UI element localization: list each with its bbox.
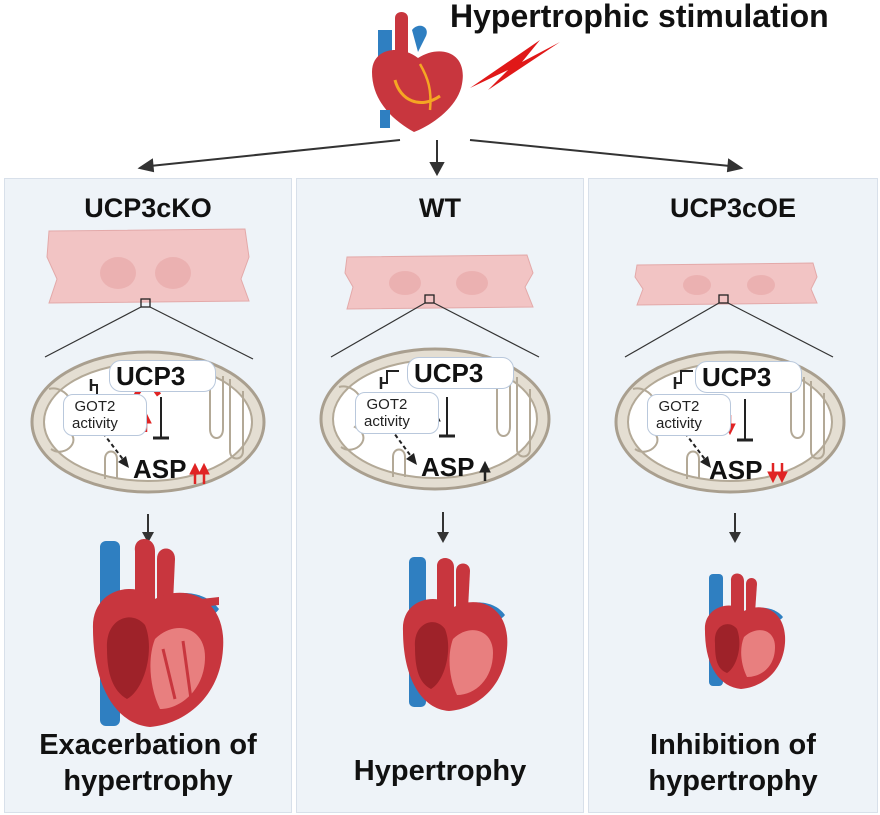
- cardiomyocyte-icon: [46, 228, 250, 308]
- top-heart-icon: [372, 12, 463, 132]
- panel-graphics: [614, 262, 846, 689]
- panel-title: UCP3cOE: [669, 193, 797, 223]
- outcome-line-1: Inhibition of: [650, 729, 816, 761]
- outcome-line-1: Exacerbation of: [39, 729, 257, 761]
- ucp3-label: UCP3: [109, 360, 217, 392]
- panel-title: WT: [419, 193, 461, 223]
- activity-label: activity: [72, 415, 118, 432]
- outcome-line-2: hypertrophy: [648, 765, 818, 797]
- asp-label: ASP: [709, 455, 763, 485]
- heart-icon: [402, 557, 508, 711]
- lightning-bolt-icon: [470, 40, 560, 90]
- panel-graphics: [319, 254, 551, 711]
- ucp3-label: UCP3: [695, 361, 803, 393]
- got2-activity-label: GOT2 activity: [647, 394, 731, 436]
- outcome-line-2: hypertrophy: [63, 765, 233, 797]
- diagram-title: Hypertrophic stimulation: [450, 0, 829, 34]
- got2-label: GOT2: [658, 398, 700, 415]
- panel-wt: WT: [296, 178, 584, 813]
- panel-ucp3coe: UCP3cOE: [588, 178, 878, 813]
- cardiomyocyte-icon: [634, 262, 818, 306]
- cardiomyocyte-icon: [344, 254, 534, 310]
- ucp3-label: UCP3: [407, 357, 515, 389]
- asp-double-up-arrow-icon: [189, 462, 210, 484]
- activity-label: activity: [364, 413, 410, 430]
- asp-double-down-arrow-icon: [767, 463, 788, 484]
- panel-graphics: [30, 228, 266, 727]
- asp-label: ASP: [133, 454, 187, 484]
- got2-label: GOT2: [366, 396, 408, 413]
- top-graphics: [137, 12, 744, 177]
- panel-title: UCP3cKO: [84, 193, 212, 223]
- asp-up-arrow-icon: [479, 460, 491, 481]
- asp-label: ASP: [421, 452, 475, 482]
- outcome-line-1: Hypertrophy: [353, 755, 527, 787]
- panel-ucp3cko: UCP3cKO: [4, 178, 292, 813]
- outcome-label: Exacerbation of hypertrophy: [5, 727, 291, 799]
- got2-activity-label: GOT2 activity: [355, 392, 439, 434]
- got2-label: GOT2: [74, 398, 116, 415]
- got2-activity-label: GOT2 activity: [63, 394, 147, 436]
- heart-icon: [704, 573, 786, 689]
- heart-icon: [92, 539, 224, 727]
- outcome-label: Inhibition of hypertrophy: [589, 727, 877, 799]
- outcome-label: Hypertrophy: [297, 753, 583, 789]
- activity-label: activity: [656, 415, 702, 432]
